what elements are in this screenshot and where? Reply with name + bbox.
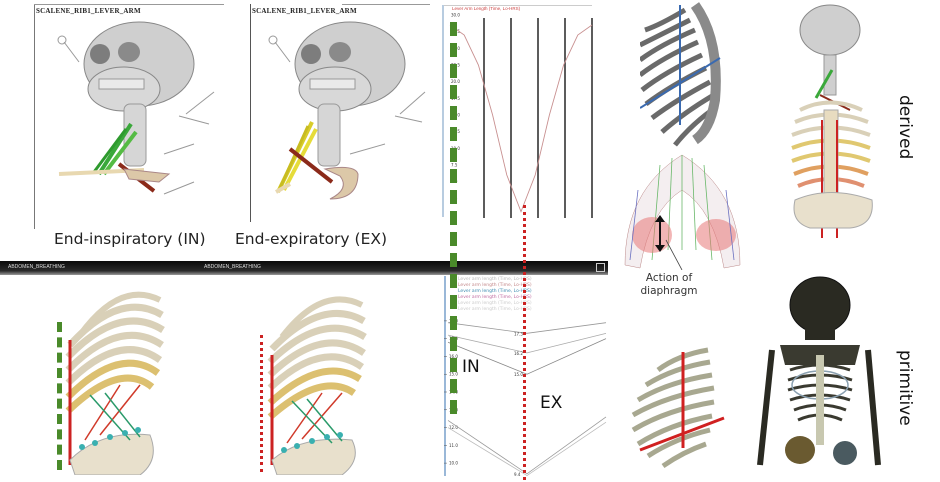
chart-left-border: [442, 5, 444, 217]
maximize-icon[interactable]: [596, 263, 605, 272]
top-chart-title: Lever Arm Length (Time, Lo-HRS): [452, 6, 521, 11]
panel-title: SCALENE_RIB1_LEVER_ARM: [36, 7, 141, 15]
legend-entry: Lever arm length (Time, Lo-HRS): [458, 295, 532, 300]
y-tick-label: 30.0: [451, 13, 460, 18]
panel-title: SCALENE_RIB1_LEVER_ARM: [252, 7, 357, 15]
skeleton-primitive: [757, 276, 881, 466]
series-line: [447, 322, 607, 334]
legend-entry: Lever arm length (Time, Lo-HRS): [458, 283, 532, 288]
y-tick-label: 10.0: [449, 461, 458, 466]
diaphragm-annotation: Action of diaphragm: [633, 272, 705, 298]
caption-end-inspiratory: End-inspiratory (IN): [54, 230, 206, 248]
label-ex: EX: [540, 393, 563, 413]
label-derived: derived: [895, 95, 915, 160]
chart-top-border: [442, 5, 592, 6]
rib-bones: [640, 7, 714, 147]
label-in: IN: [462, 357, 480, 377]
toolbar-title-in: ABDOMEN_BREATHING: [8, 264, 65, 270]
skeleton-derived: [791, 4, 873, 238]
panel-border: [34, 4, 35, 229]
rib-bones: [65, 291, 165, 414]
series-line: [449, 24, 593, 213]
y-tick-label: 11.0: [449, 443, 458, 448]
ribcage-primitive-side: [631, 347, 725, 469]
point-label: 9.4: [514, 472, 521, 477]
skull-model-in: [57, 21, 215, 195]
series-line: [447, 332, 607, 354]
y-tick-label: 12.0: [449, 425, 458, 430]
legend-entry: Lever arm length (Time, Lo-HRS): [458, 301, 532, 306]
ribcage-model-ex: [267, 296, 367, 475]
legend-entry: Lever arm length (Time, Lo-HRS): [458, 289, 532, 294]
ribcage-model-in: [65, 291, 165, 475]
point-label: 17.3: [514, 331, 523, 336]
in-timeline-marker: [450, 22, 457, 414]
rib-bones: [631, 347, 715, 469]
series-line: [447, 421, 607, 477]
skull-model-ex: [268, 21, 426, 200]
top-chart-svg: 30.027.525.022.520.017.515.012.510.07.55…: [449, 13, 593, 218]
ex-timeline-marker: [523, 205, 526, 480]
panel-skull-expiratory: SCALENE_RIB1_LEVER_ARM End-expiratory (E…: [235, 4, 430, 248]
panel-border: [250, 4, 251, 222]
annotation-line-1: Action of: [645, 272, 693, 284]
ribcage-dark-derived: [640, 2, 721, 147]
chart-left-border: [444, 276, 446, 476]
in-height-marker: [57, 322, 62, 470]
ex-height-marker: [260, 335, 263, 472]
point-label: 15.0: [514, 372, 523, 377]
series-line: [447, 416, 607, 475]
diaphragm-vector-field: [624, 154, 741, 270]
rib-bones: [267, 296, 367, 420]
caption-end-expiratory: End-expiratory (EX): [235, 230, 388, 248]
toolbar-title-ex: ABDOMEN_BREATHING: [204, 264, 261, 270]
label-primitive: primitive: [895, 350, 915, 426]
panel-border: [342, 4, 430, 5]
legend-entry: Lever arm length (Time, Lo-HRS): [458, 307, 532, 312]
legend-entry: Lever arm length (Time, Lo-HRS): [458, 277, 532, 282]
panel-border: [34, 4, 224, 5]
point-label: 16.2: [514, 351, 523, 356]
series-line: [447, 338, 607, 375]
panel-skull-inspiratory: SCALENE_RIB1_LEVER_ARM End-inspiratory (…: [34, 4, 229, 248]
annotation-line-2: diaphragm: [640, 285, 698, 297]
